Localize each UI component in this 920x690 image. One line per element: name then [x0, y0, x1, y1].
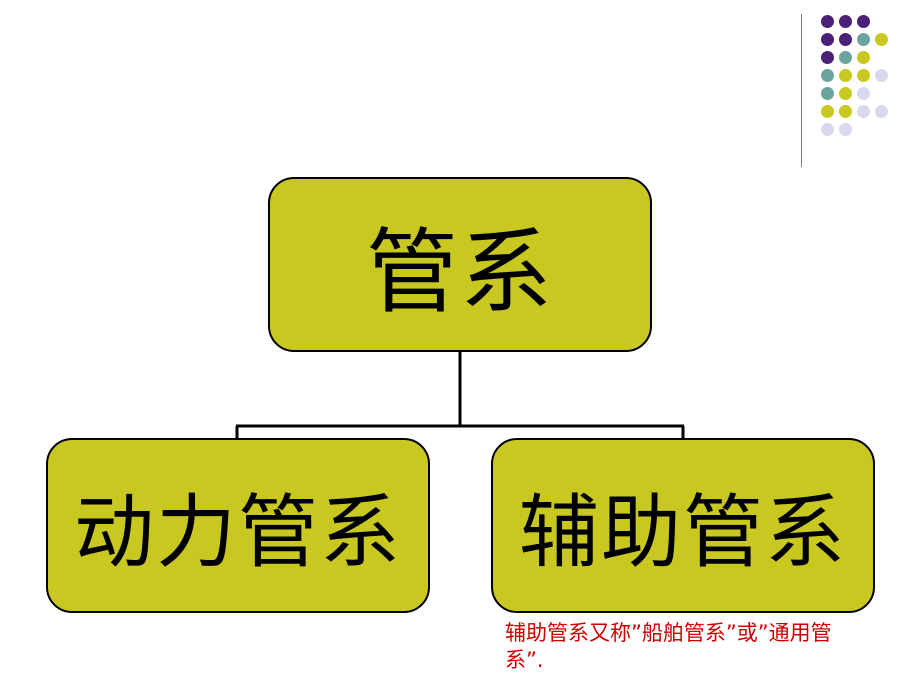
- decorative-dot: [839, 87, 852, 100]
- decorative-dot: [821, 51, 834, 64]
- decorative-dot: [839, 51, 852, 64]
- auxiliary-piping-note: 辅助管系又称”船舶管系”或”通用管系”.: [505, 621, 832, 672]
- decorative-dot: [839, 15, 852, 28]
- decorative-dot: [875, 33, 888, 46]
- child-node-auxiliary-piping: 辅助管系: [491, 438, 875, 613]
- decorative-dot: [857, 33, 870, 46]
- decorative-dot: [875, 105, 888, 118]
- decorative-dot: [857, 87, 870, 100]
- decorative-dot: [857, 69, 870, 82]
- decorative-dot: [839, 33, 852, 46]
- decorative-dot: [857, 105, 870, 118]
- decorative-dot: [821, 69, 834, 82]
- child-node-auxiliary-piping-label: 辅助管系: [519, 485, 847, 579]
- root-node-label: 管系: [365, 219, 554, 326]
- decorative-dot: [839, 123, 852, 136]
- child-node-power-piping: 动力管系: [46, 438, 430, 613]
- decorative-dot: [821, 123, 834, 136]
- decorative-dot: [857, 15, 870, 28]
- root-node-box: 管系: [268, 177, 652, 352]
- child-node-power-piping-label: 动力管系: [74, 485, 402, 579]
- decorative-dot: [821, 15, 834, 28]
- decorative-dot: [839, 105, 852, 118]
- decorative-dot: [821, 33, 834, 46]
- decorative-dot: [839, 69, 852, 82]
- decorative-dot: [857, 51, 870, 64]
- decorative-vertical-line: [801, 14, 802, 167]
- decorative-dot: [821, 105, 834, 118]
- decorative-dot: [821, 87, 834, 100]
- decorative-dot: [875, 69, 888, 82]
